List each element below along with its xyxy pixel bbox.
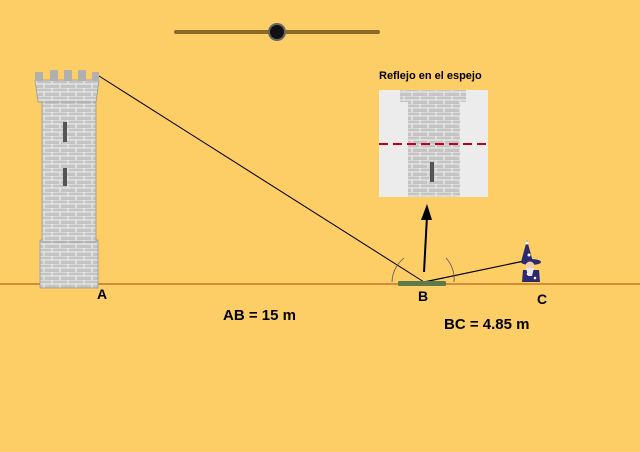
slider-handle[interactable] <box>268 23 286 41</box>
mirror-reflection-panel <box>379 90 488 197</box>
angle-arc-left <box>391 257 405 283</box>
mirror-panel-title: Reflejo en el espejo <box>379 70 482 82</box>
angle-arc-right <box>445 257 455 283</box>
point-label-a: A <box>97 286 108 302</box>
distance-bc-label: BC = 4.85 m <box>444 316 530 333</box>
tower-icon <box>34 70 100 289</box>
normal-arrow <box>423 215 428 273</box>
arrow-head-icon <box>421 204 432 220</box>
sight-line-ab <box>98 75 425 283</box>
point-label-b: B <box>418 288 429 304</box>
point-label-c: C <box>537 291 548 307</box>
mirror[interactable] <box>398 281 446 286</box>
slider[interactable] <box>174 23 380 41</box>
wizard-observer-icon <box>521 240 541 282</box>
sight-line-bc <box>423 259 530 283</box>
distance-ab-label: AB = 15 m <box>223 307 296 324</box>
